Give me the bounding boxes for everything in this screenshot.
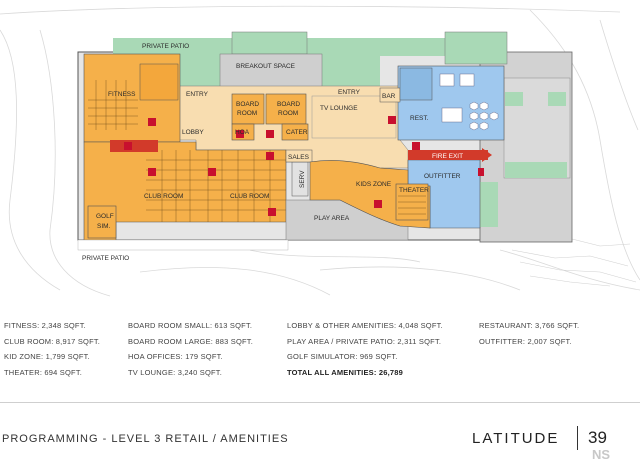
cater-room bbox=[281, 123, 309, 141]
golf-simulator bbox=[87, 205, 117, 239]
label-board-room-2-b: ROOM bbox=[278, 110, 298, 117]
legend-item: THEATER: 694 SQFT. bbox=[4, 367, 83, 377]
label-breakout: BREAKOUT SPACE bbox=[236, 63, 296, 70]
label-entry-mid: ENTRY bbox=[338, 89, 361, 96]
legend-item: OUTFITTER: 2,007 SQFT. bbox=[479, 336, 572, 346]
private-patio-bottom bbox=[77, 239, 289, 251]
site-contours-right bbox=[509, 235, 637, 287]
label-outfitter: OUTFITTER bbox=[424, 173, 461, 180]
sales-office bbox=[285, 149, 313, 163]
legend-total: TOTAL ALL AMENITIES: 26,789 bbox=[287, 367, 403, 377]
label-hoa: HOA bbox=[235, 129, 250, 136]
fire-exit-corridor bbox=[408, 150, 488, 160]
label-fitness: FITNESS bbox=[108, 91, 136, 98]
patio-east-small bbox=[505, 92, 523, 106]
label-fire-exit: FIRE EXIT bbox=[432, 153, 463, 160]
patio-north-right bbox=[444, 31, 508, 65]
label-board-room-2-a: BOARD bbox=[277, 101, 300, 108]
red-markers bbox=[124, 116, 484, 216]
label-tv-lounge: TV LOUNGE bbox=[320, 105, 358, 112]
patio-mid bbox=[322, 56, 380, 86]
label-private-patio-bottom: PRIVATE PATIO bbox=[82, 255, 129, 262]
brand-divider bbox=[577, 426, 578, 450]
legend-col-3: LOBBY & OTHER AMENITIES: 4,048 SQFT. PLA… bbox=[287, 318, 443, 380]
label-sales: SALES bbox=[288, 154, 310, 161]
legend-item: FITNESS: 2,348 SQFT. bbox=[4, 321, 86, 330]
label-entry-left: ENTRY bbox=[186, 91, 209, 98]
restaurant-tables bbox=[439, 73, 499, 131]
label-cater: CATER bbox=[286, 129, 308, 136]
watermark: NS bbox=[592, 447, 611, 462]
brand-name: LATITUDE bbox=[472, 430, 560, 447]
breakout-space bbox=[219, 53, 323, 89]
theater-seats bbox=[398, 195, 426, 215]
label-board-room-1-b: ROOM bbox=[237, 110, 257, 117]
label-serv: SERV bbox=[299, 170, 306, 188]
label-play-area: PLAY AREA bbox=[314, 215, 350, 222]
legend-item: TV LOUNGE: 3,240 SQFT. bbox=[128, 367, 223, 377]
legend-col-1: FITNESS: 2,348 SQFT. CLUB ROOM: 8,917 SQ… bbox=[4, 318, 100, 380]
board-room-1 bbox=[231, 93, 265, 125]
page-title: PROGRAMMING - LEVEL 3 RETAIL / AMENITIES bbox=[2, 433, 289, 445]
label-golf-sim-b: SIM. bbox=[97, 223, 111, 230]
legend-item: HOA OFFICES: 179 SQFT. bbox=[128, 352, 223, 361]
patio-east-strip-2 bbox=[505, 162, 567, 178]
legend-item: KID ZONE: 1,799 SQFT. bbox=[4, 352, 90, 361]
legend-col-4: RESTAURANT: 3,766 SQFT. OUTFITTER: 2,007… bbox=[479, 318, 579, 349]
fire-exit-stair bbox=[110, 140, 158, 152]
fitness-equipment bbox=[88, 80, 138, 130]
patio-inner-top bbox=[231, 31, 308, 55]
label-club-room-2: CLUB ROOM bbox=[230, 193, 269, 200]
restaurant-kitchen bbox=[399, 67, 433, 101]
patio-east-small-2 bbox=[548, 92, 566, 106]
label-theater: THEATER bbox=[399, 187, 429, 194]
page-number: 39 bbox=[588, 428, 607, 447]
fire-exit-arrow bbox=[482, 148, 492, 162]
tv-lounge bbox=[311, 95, 397, 139]
legend-col-2: BOARD ROOM SMALL: 613 SQFT. BOARD ROOM L… bbox=[128, 318, 253, 380]
label-bar: BAR bbox=[382, 93, 396, 100]
label-board-room-1-a: BOARD bbox=[236, 101, 259, 108]
label-private-patio-top: PRIVATE PATIO bbox=[142, 43, 189, 50]
legend-item: BOARD ROOM SMALL: 613 SQFT. bbox=[128, 321, 253, 330]
legend-item: GOLF SIMULATOR: 969 SQFT. bbox=[287, 352, 398, 361]
patio-east-strip bbox=[480, 182, 498, 227]
legend-item: RESTAURANT: 3,766 SQFT. bbox=[479, 321, 580, 330]
legend-item: BOARD ROOM LARGE: 883 SQFT. bbox=[128, 336, 254, 346]
legend-item: PLAY AREA / PRIVATE PATIO: 2,311 SQFT. bbox=[287, 336, 442, 346]
legend-item: LOBBY & OTHER AMENITIES: 4,048 SQFT. bbox=[287, 321, 443, 330]
label-golf-sim-a: GOLF bbox=[96, 213, 114, 220]
board-room-2 bbox=[265, 93, 307, 125]
label-kids-zone: KIDS ZONE bbox=[356, 181, 392, 188]
divider bbox=[0, 402, 640, 403]
label-club-room-1: CLUB ROOM bbox=[144, 193, 183, 200]
label-lobby: LOBBY bbox=[182, 129, 204, 136]
fitness-locker bbox=[139, 63, 179, 101]
legend-item: CLUB ROOM: 8,917 SQFT. bbox=[4, 336, 101, 346]
label-rest: REST. bbox=[410, 115, 429, 122]
floor-plan: PRIVATE PATIO FITNESS BREAKOUT SPACE ENT… bbox=[0, 5, 640, 297]
club-room-grid bbox=[146, 150, 286, 222]
